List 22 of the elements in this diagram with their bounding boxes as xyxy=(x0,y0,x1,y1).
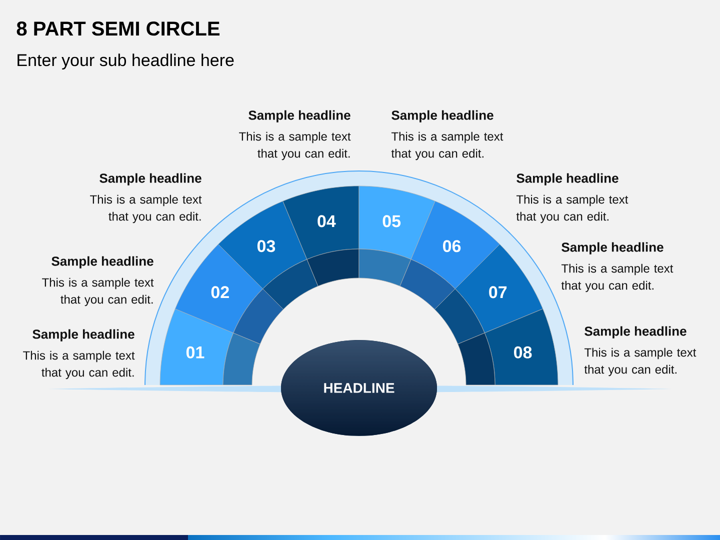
item-description: This is a sample text that you can edit. xyxy=(23,350,135,380)
title: 8 PART SEMI CIRCLE xyxy=(16,22,220,36)
item-heading: Sample headline xyxy=(392,110,494,122)
item-description: This is a sample text that you can edit. xyxy=(90,194,202,224)
item-description: This is a sample text that you can edit. xyxy=(561,264,674,292)
subtitle: Enter your sub headline here xyxy=(18,54,234,70)
item-heading: Sample headline xyxy=(32,329,134,342)
item-description: This is a sample text that you can edit. xyxy=(239,132,351,160)
item-heading: Sample headline xyxy=(562,242,664,254)
ring-segment: 05 xyxy=(358,186,436,286)
item-heading: Sample headline xyxy=(584,326,686,338)
item-heading: Sample headline xyxy=(248,110,350,122)
item-heading: Sample headline xyxy=(516,173,618,186)
item-description: This is a sample text that you can edit. xyxy=(584,348,696,376)
ring-segment: 01 xyxy=(160,308,260,386)
item-heading: Sample headline xyxy=(52,256,154,268)
item-description: This is a sample text that you can edit. xyxy=(516,194,628,224)
ring-segment: 08 xyxy=(458,308,558,386)
item-description: This is a sample text that you can edit. xyxy=(42,278,154,306)
ring-segment: 04 xyxy=(282,186,360,286)
item-description: This is a sample text that you can edit. xyxy=(391,132,504,160)
item-heading: Sample headline xyxy=(100,173,202,186)
